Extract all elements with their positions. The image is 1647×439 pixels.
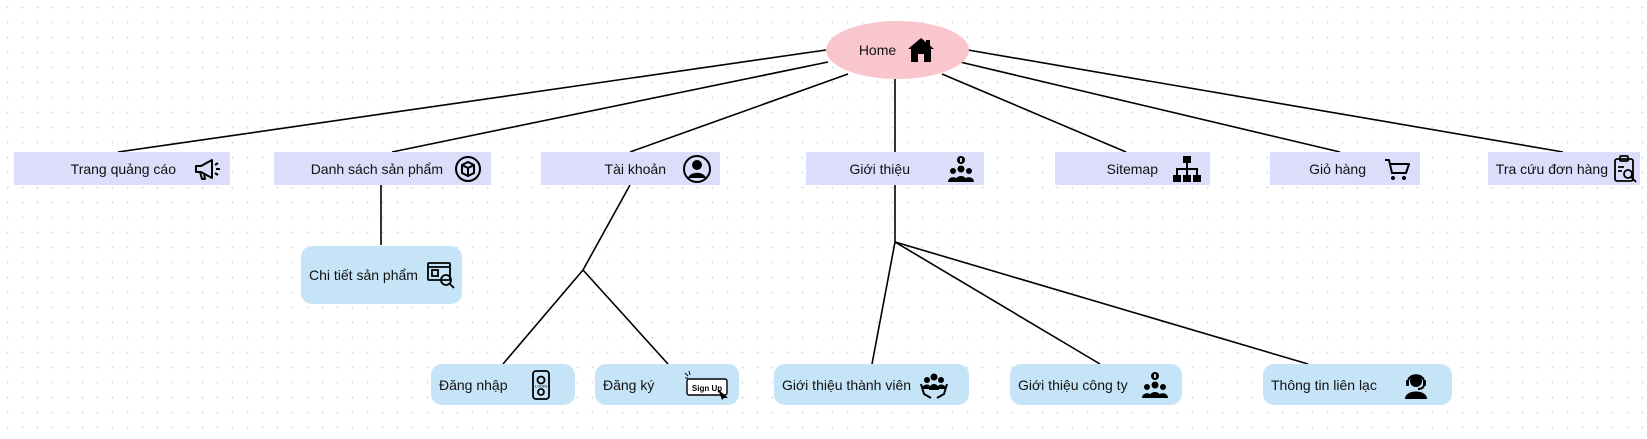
- product-search-icon: [426, 260, 456, 290]
- child-thong-tin-lien-lac[interactable]: Thông tin liên lạc: [1263, 364, 1452, 405]
- category-sitemap[interactable]: Sitemap: [1055, 152, 1210, 185]
- child-label: Đăng nhập: [439, 376, 508, 393]
- category-tra-cuu-don-hang[interactable]: Tra cứu đơn hàng: [1488, 152, 1640, 185]
- edge-branch-dang-nhap: [502, 269, 584, 365]
- sign-up-icon-text: Sign Up: [692, 384, 722, 393]
- user-account-icon: [682, 154, 712, 184]
- home-node[interactable]: Home: [826, 21, 969, 79]
- child-label: Thông tin liên lạc: [1271, 376, 1377, 393]
- sitemap-icon: [1172, 154, 1202, 184]
- edge-branch-cong-ty: [894, 241, 1101, 365]
- svg-text:LOGIN: LOGIN: [534, 383, 547, 388]
- edge-home-tai-khoan: [629, 73, 849, 153]
- category-label: Tra cứu đơn hàng: [1495, 160, 1608, 177]
- edge-tai-khoan-branch: [582, 184, 631, 271]
- category-label: Sitemap: [1106, 160, 1158, 177]
- sign-up-icon: Sign Up: [684, 370, 730, 400]
- edge-branch-thanh-vien: [871, 241, 896, 365]
- category-label: Giới thiệu: [849, 160, 910, 177]
- child-dang-nhap[interactable]: Đăng nhập LOGIN: [431, 364, 575, 405]
- child-label: Chi tiết sản phẩm: [309, 267, 418, 283]
- group-info-icon: [946, 154, 976, 184]
- child-gioi-thieu-thanh-vien[interactable]: Giới thiệu thành viên: [774, 364, 969, 405]
- category-danh-sach-san-pham[interactable]: Danh sách sản phẩm: [274, 152, 491, 185]
- home-icon: [906, 35, 936, 65]
- child-dang-ky[interactable]: Đăng ký Sign Up: [595, 364, 739, 405]
- edge-home-sitemap: [941, 73, 1127, 153]
- edge-home-danh-sach-san-pham: [391, 61, 829, 153]
- support-agent-icon: [1401, 370, 1431, 400]
- edge-branch-dang-ky: [582, 269, 669, 365]
- category-label: Giỏ hàng: [1309, 160, 1366, 177]
- cart-icon: [1382, 154, 1412, 184]
- group-info-icon: [1140, 370, 1170, 400]
- child-label: Giới thiệu công ty: [1018, 376, 1128, 393]
- edge-home-gio-hang: [959, 61, 1341, 153]
- team-hands-icon: [919, 370, 949, 400]
- category-label: Trang quảng cáo: [70, 160, 176, 177]
- child-label: Đăng ký: [603, 376, 655, 393]
- category-trang-quang-cao[interactable]: Trang quảng cáo: [14, 152, 230, 185]
- login-phone-icon: LOGIN: [526, 369, 556, 400]
- edge-branch-lien-lac: [894, 241, 1309, 365]
- category-gio-hang[interactable]: Giỏ hàng: [1270, 152, 1420, 185]
- product-box-icon: [453, 154, 483, 184]
- child-label: Giới thiệu thành viên: [782, 376, 912, 393]
- category-tai-khoan[interactable]: Tài khoản: [541, 152, 720, 185]
- edge-home-tra-cuu: [967, 49, 1564, 153]
- order-clipboard-icon: [1610, 154, 1638, 184]
- megaphone-icon: [192, 154, 222, 184]
- category-label: Tài khoản: [604, 160, 666, 177]
- child-chi-tiet-san-pham[interactable]: Chi tiết sản phẩm: [301, 246, 462, 304]
- child-gioi-thieu-cong-ty[interactable]: Giới thiệu công ty: [1010, 364, 1182, 405]
- category-gioi-thieu[interactable]: Giới thiệu: [806, 152, 984, 185]
- home-label: Home: [858, 42, 897, 58]
- category-label: Danh sách sản phẩm: [310, 160, 443, 177]
- edge-home-trang-quang-cao: [117, 49, 827, 153]
